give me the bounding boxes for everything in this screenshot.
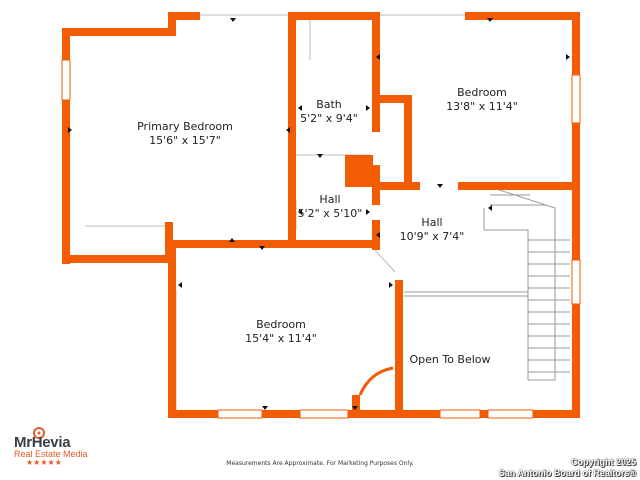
stairs	[404, 184, 570, 381]
room-hall-right: Hall 10'9" x 7'4"	[400, 216, 465, 244]
logo-stars-icon: ★★★★★	[26, 458, 62, 467]
arrow-markers	[68, 18, 570, 410]
room-bath: Bath 5'2" x 9'4"	[300, 98, 358, 126]
room-name: Bedroom	[256, 318, 306, 331]
logo-house-icon	[33, 427, 45, 439]
walls	[61, 12, 581, 419]
room-hall-left: Hall 5'2" x 5'10"	[298, 193, 363, 221]
room-dims: 5'2" x 5'10"	[297, 207, 363, 220]
room-name: Bath	[316, 98, 342, 111]
room-open-to-below: Open To Below	[409, 353, 490, 367]
interior-lines	[85, 14, 465, 410]
door-swing	[358, 366, 394, 396]
room-bedroom-ne: Bedroom 13'8" x 11'4"	[446, 86, 518, 114]
logo-subtitle: Real Estate Media	[14, 449, 88, 459]
copyright-line-2: San Antonio Board of Realtors®	[498, 468, 636, 478]
room-dims: 15'6" x 15'7"	[149, 134, 221, 147]
copyright-watermark: Copyright 2025 San Antonio Board of Real…	[499, 457, 636, 479]
room-name: Hall	[319, 193, 341, 206]
room-name: Primary Bedroom	[137, 120, 233, 133]
logo-brand: MrHevia	[14, 434, 71, 451]
copyright-line-1: Copyright 2025	[570, 457, 636, 467]
room-dims: 5'2" x 9'4"	[300, 112, 358, 125]
room-name: Open To Below	[409, 353, 491, 366]
room-primary-bedroom: Primary Bedroom 15'6" x 15'7"	[137, 120, 233, 148]
room-bedroom-s: Bedroom 15'4" x 11'4"	[245, 318, 317, 346]
room-dims: 10'9" x 7'4"	[399, 230, 465, 243]
company-logo: MrHevia Real Estate Media ★★★★★	[12, 428, 92, 470]
disclaimer-text: Measurements Are Approximate. For Market…	[226, 460, 414, 467]
room-name: Hall	[421, 216, 443, 229]
room-dims: 13'8" x 11'4"	[446, 100, 518, 113]
room-name: Bedroom	[457, 86, 507, 99]
room-dims: 15'4" x 11'4"	[245, 332, 317, 345]
